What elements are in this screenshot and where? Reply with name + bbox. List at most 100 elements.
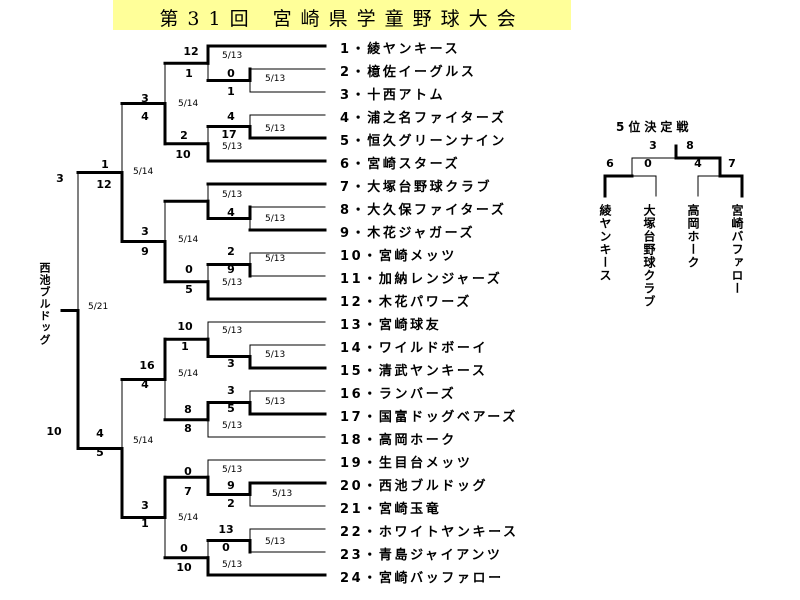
match-score: 1 (141, 517, 149, 530)
match-score: 10 (176, 561, 192, 574)
match-score: 10 (46, 425, 62, 438)
fifth-score: 8 (686, 139, 694, 152)
team-label: 2・檍佐イーグルス (340, 65, 477, 80)
team-label: 20・西池ブルドッグ (340, 479, 489, 494)
fifth-team: 宮崎バファロー (730, 204, 744, 295)
match-date: 5/14 (178, 99, 199, 109)
match-score: 4 (227, 110, 235, 123)
match-score: 3 (227, 357, 235, 370)
match-score: 7 (184, 485, 192, 498)
fifth-team: 高岡ホーク (686, 204, 700, 269)
match-date: 5/13 (265, 397, 286, 407)
fifth-place-title: 5位決定戦 (616, 120, 693, 134)
match-score: 2 (227, 245, 235, 258)
match-date: 5/13 (222, 421, 243, 431)
fifth-score: 4 (694, 157, 702, 170)
match-date: 5/14 (178, 513, 199, 523)
match-date: 5/14 (133, 167, 154, 177)
fifth-score: 7 (728, 157, 736, 170)
match-date: 5/13 (222, 560, 243, 570)
team-label: 1・綾ヤンキース (340, 42, 461, 57)
team-label: 23・青島ジャイアンツ (340, 548, 503, 563)
match-score: 3 (56, 172, 64, 185)
team-label: 24・宮崎バッファロー (340, 571, 504, 586)
match-score: 0 (184, 465, 192, 478)
team-label: 22・ホワイトヤンキース (340, 525, 519, 540)
match-date: 5/13 (222, 190, 243, 200)
page-title: 第31回 宮崎県学童野球大会 (159, 8, 525, 30)
match-date: 5/14 (133, 436, 154, 446)
match-score: 4 (96, 427, 104, 440)
fifth-score: 6 (606, 157, 614, 170)
match-date: 5/13 (265, 74, 286, 84)
match-score: 5 (96, 446, 104, 459)
match-score: 17 (221, 128, 237, 141)
team-label: 5・恒久グリーンナイン (340, 134, 507, 149)
match-score: 1 (227, 85, 235, 98)
fifth-team: 大塚台野球クラブ (642, 204, 656, 308)
match-score: 8 (184, 422, 192, 435)
match-date: 5/13 (222, 278, 243, 288)
match-date: 5/13 (265, 214, 286, 224)
match-score: 3 (141, 499, 149, 512)
fifth-score: 0 (644, 157, 652, 170)
team-label: 11・加納レンジャーズ (340, 272, 503, 287)
match-date: 5/14 (178, 235, 199, 245)
match-score: 1 (181, 340, 189, 353)
team-label: 18・高岡ホーク (340, 433, 457, 448)
match-score: 2 (227, 497, 235, 510)
team-label: 12・木花パワーズ (340, 295, 472, 310)
match-score: 9 (227, 479, 235, 492)
match-score: 0 (227, 67, 235, 80)
match-date: 5/13 (265, 254, 286, 264)
team-label: 8・大久保ファイターズ (340, 203, 507, 218)
fifth-score: 3 (649, 139, 657, 152)
team-label: 3・十西アトム (340, 88, 446, 103)
match-date: 5/13 (222, 142, 243, 152)
team-label: 6・宮崎スターズ (340, 157, 461, 172)
team-label: 21・宮崎玉竜 (340, 502, 442, 517)
match-score: 10 (177, 320, 193, 333)
match-date: 5/13 (265, 350, 286, 360)
title-bar: 第31回 宮崎県学童野球大会 (113, 0, 571, 30)
team-label: 9・木花ジャガーズ (340, 226, 476, 241)
match-date: 5/14 (178, 369, 199, 379)
team-label: 7・大塚台野球クラブ (340, 180, 493, 195)
team-label: 17・国富ドッグベアーズ (340, 410, 518, 425)
team-label: 13・宮崎球友 (340, 318, 442, 333)
match-date: 5/21 (88, 302, 109, 312)
match-score: 4 (141, 110, 149, 123)
match-score: 1 (101, 158, 109, 171)
match-score: 4 (141, 378, 149, 391)
match-score: 1 (185, 67, 193, 80)
match-score: 3 (141, 92, 149, 105)
team-label: 10・宮崎メッツ (340, 249, 457, 264)
match-date: 5/13 (222, 51, 243, 61)
match-score: 9 (141, 245, 149, 258)
match-score: 8 (184, 403, 192, 416)
match-date: 5/13 (222, 465, 243, 475)
match-score: 0 (185, 263, 193, 276)
match-score: 12 (183, 45, 199, 58)
match-score: 0 (180, 542, 188, 555)
match-score: 4 (227, 206, 235, 219)
team-label: 15・清武ヤンキース (340, 364, 488, 379)
match-score: 16 (139, 359, 155, 372)
team-label: 16・ランバーズ (340, 387, 457, 402)
match-score: 9 (227, 263, 235, 276)
match-score: 13 (218, 523, 234, 536)
match-score: 10 (175, 148, 191, 161)
match-score: 3 (227, 384, 235, 397)
team-label: 4・浦之名ファイターズ (340, 111, 507, 126)
team-label: 19・生目台メッツ (340, 456, 473, 471)
team-label: 14・ワイルドボーイ (340, 341, 489, 356)
match-date: 5/13 (272, 489, 293, 499)
match-date: 5/13 (222, 326, 243, 336)
match-score: 5 (185, 283, 193, 296)
match-score: 12 (96, 178, 112, 191)
fifth-team: 綾ヤンキース (598, 204, 612, 282)
match-score: 2 (180, 129, 188, 142)
match-score: 5 (227, 402, 235, 415)
match-score: 0 (222, 541, 230, 554)
